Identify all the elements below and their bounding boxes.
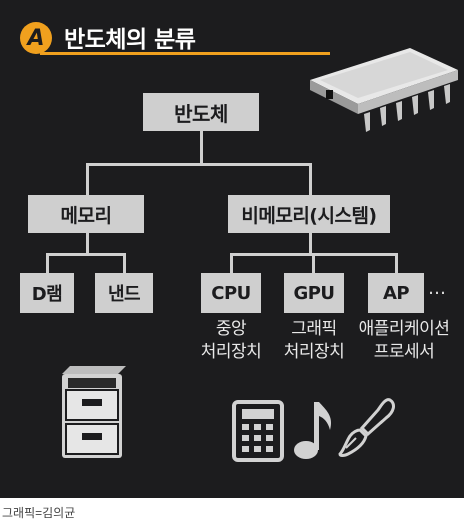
node-non-memory: 비메모리(시스템): [228, 195, 390, 233]
connector: [86, 163, 89, 195]
connector: [309, 232, 312, 254]
title-badge: A: [20, 22, 52, 54]
title-underline: [40, 52, 330, 55]
connector: [200, 130, 203, 164]
connector: [230, 253, 233, 273]
connector: [86, 232, 89, 254]
node-cpu: CPU: [201, 273, 261, 313]
infographic-panel: A 반도체의 분류 반도체 메모리 비메모리(시스템) D램 낸드 CPU GP…: [0, 0, 464, 498]
connector: [86, 163, 312, 166]
file-cabinet-icon: [62, 366, 126, 458]
cpu-description: 중앙 처리장치: [200, 319, 262, 362]
connector: [123, 253, 126, 273]
connector: [309, 163, 312, 195]
node-nand: 낸드: [95, 273, 153, 313]
node-ap: AP: [368, 273, 424, 313]
paintbrush-icon: [338, 398, 395, 457]
music-note-icon: [294, 402, 332, 459]
connector: [46, 253, 126, 256]
connector: [395, 253, 398, 273]
image-credit: 그래픽=김의균: [2, 506, 76, 520]
page-title: 반도체의 분류: [64, 27, 196, 53]
gpu-description: 그래픽 처리장치: [283, 319, 345, 362]
ap-description: 애플리케이션 프로세서: [358, 319, 450, 362]
calculator-icon: [232, 400, 284, 462]
connector: [312, 253, 315, 273]
node-memory: 메모리: [28, 195, 144, 233]
node-root: 반도체: [143, 93, 259, 131]
node-gpu: GPU: [284, 273, 344, 313]
chip-icon: [310, 48, 458, 132]
node-dram: D램: [20, 273, 74, 313]
connector: [46, 253, 49, 273]
ellipsis: …: [428, 278, 446, 299]
